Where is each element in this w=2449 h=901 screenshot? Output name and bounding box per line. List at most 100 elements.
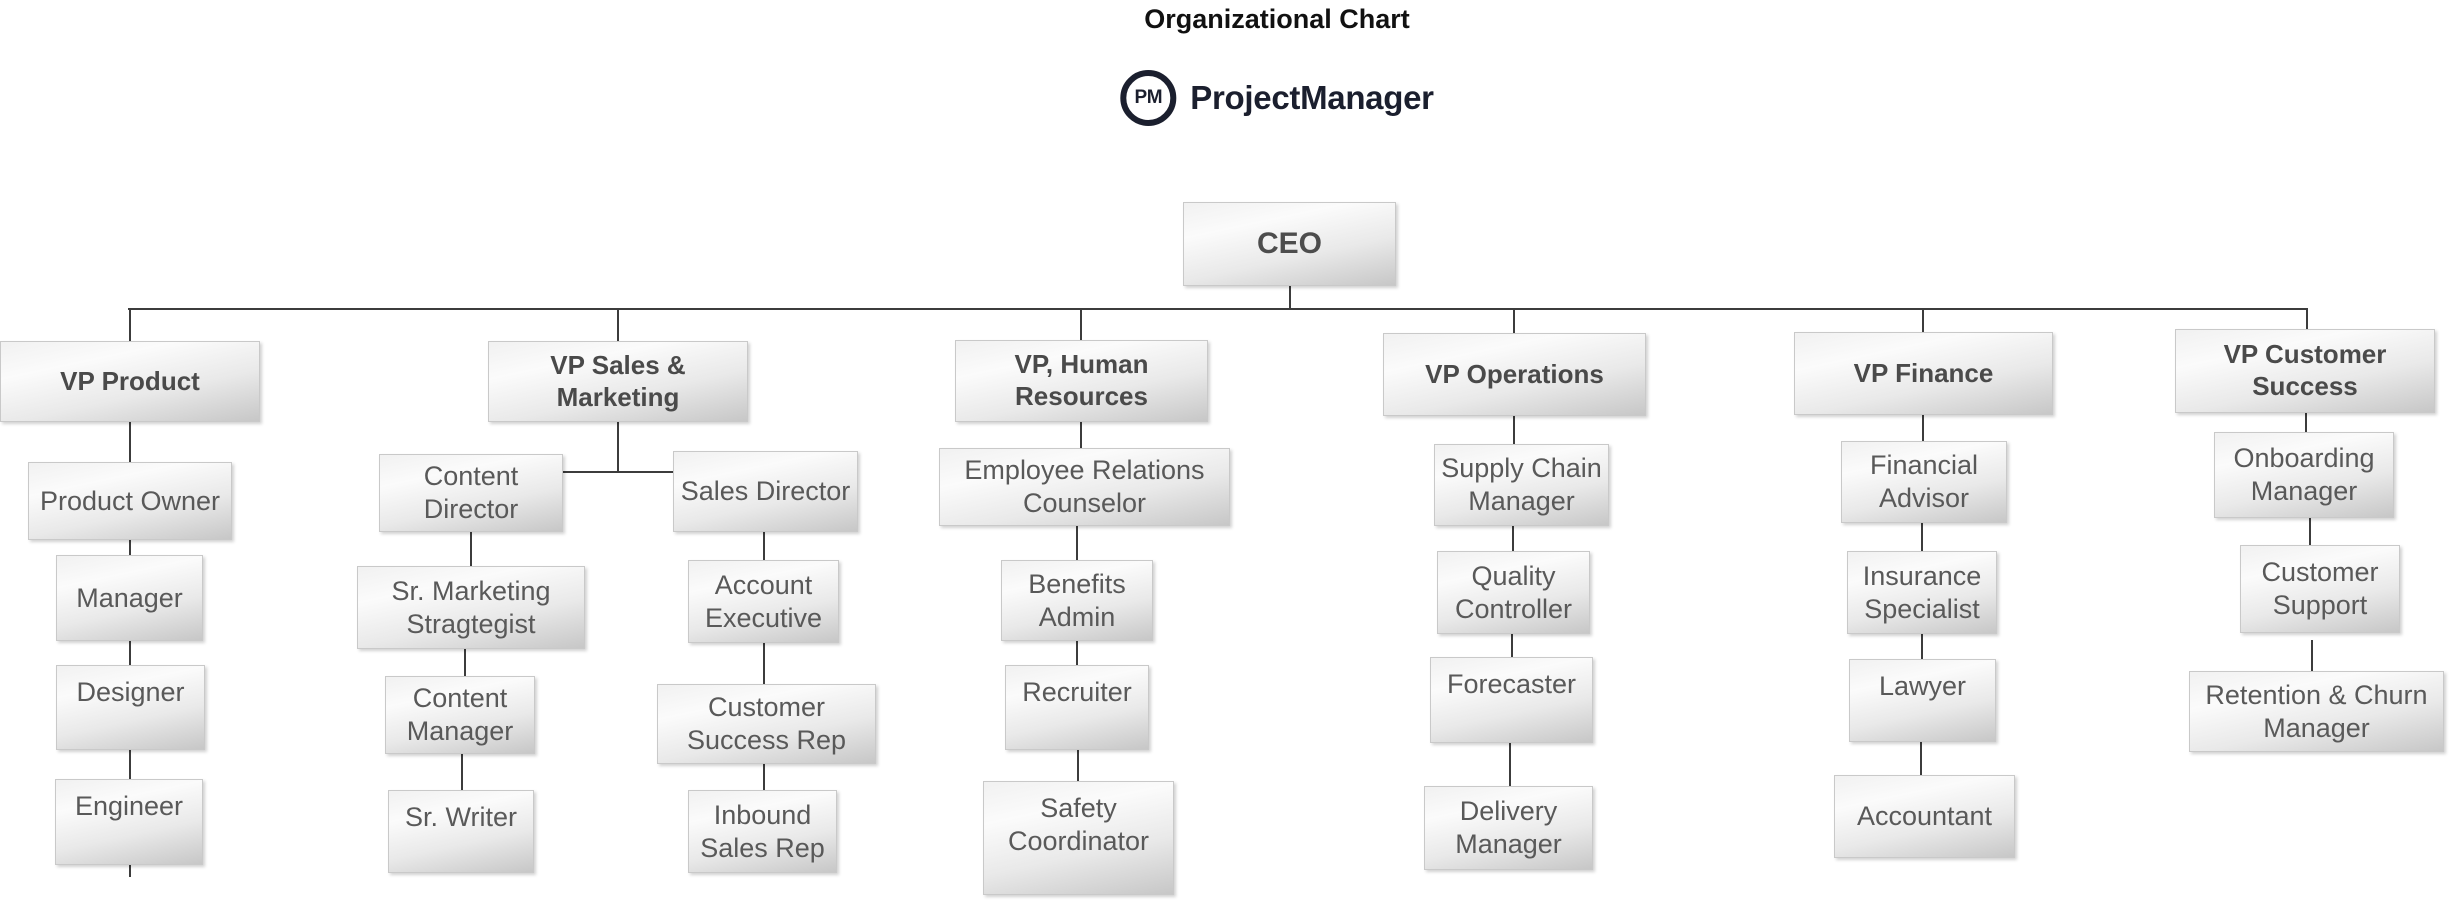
- connector-line: [1922, 308, 1924, 332]
- connector-line: [129, 750, 131, 779]
- connector-line: [129, 865, 131, 877]
- org-node-content-director: Content Director: [379, 454, 563, 532]
- org-node-vp-product: VP Product: [0, 341, 260, 422]
- org-node-label: VP Product: [60, 365, 200, 396]
- org-node-supply-chain-manager: Supply Chain Manager: [1434, 444, 1609, 526]
- org-node-onboarding-manager: Onboarding Manager: [2214, 432, 2394, 518]
- connector-line: [1289, 286, 1291, 309]
- connector-line: [128, 308, 2308, 310]
- connector-line: [464, 649, 466, 676]
- org-node-label: Inbound Sales Rep: [700, 799, 825, 863]
- org-node-label: VP Sales & Marketing: [550, 349, 686, 412]
- org-node-vp-human-resources: VP, Human Resources: [955, 340, 1208, 422]
- connector-line: [1920, 742, 1922, 775]
- org-node-label: Insurance Specialist: [1862, 560, 1982, 624]
- org-node-insurance-specialist: Insurance Specialist: [1847, 551, 1997, 634]
- page-title: Organizational Chart: [1144, 4, 1410, 34]
- org-node-vp-sales-marketing: VP Sales & Marketing: [488, 341, 748, 422]
- connector-line: [1512, 526, 1514, 551]
- org-node-delivery-manager: Delivery Manager: [1424, 786, 1593, 870]
- org-node-designer: Designer: [56, 665, 205, 750]
- connector-line: [129, 641, 131, 665]
- connector-line: [1921, 634, 1923, 659]
- org-node-label: Onboarding Manager: [2233, 443, 2375, 506]
- org-node-sr-writer: Sr. Writer: [388, 790, 534, 873]
- connector-line: [1921, 523, 1923, 551]
- org-node-label: VP Operations: [1425, 358, 1604, 389]
- org-node-label: Recruiter: [1022, 677, 1132, 707]
- org-node-label: Sales Director: [680, 476, 851, 507]
- connector-line: [2311, 640, 2313, 671]
- connector-line: [763, 532, 765, 560]
- org-node-inbound-sales-rep: Inbound Sales Rep: [688, 790, 837, 873]
- connector-line: [763, 643, 765, 684]
- org-node-label: VP Customer Success: [2223, 339, 2387, 401]
- org-node-vp-operations: VP Operations: [1383, 333, 1646, 416]
- projectmanager-logo-icon: PM: [1120, 70, 1177, 126]
- org-node-account-executive: Account Executive: [688, 560, 839, 643]
- org-node-label: Sr. Writer: [404, 802, 517, 832]
- org-node-label: Customer Success Rep: [686, 692, 847, 755]
- connector-line: [2306, 308, 2308, 329]
- org-node-label: Accountant: [1856, 801, 1993, 832]
- org-node-label: Forecaster: [1446, 669, 1577, 699]
- connector-line: [1076, 526, 1078, 560]
- org-node-label: Manager: [76, 582, 183, 613]
- org-node-label: Employee Relations Counselor: [964, 455, 1205, 518]
- connector-line: [461, 754, 463, 790]
- org-node-label: Benefits Admin: [1028, 568, 1126, 632]
- org-node-product-owner: Product Owner: [28, 462, 232, 540]
- org-node-sr-marketing-strategist: Sr. Marketing Stragtegist: [357, 566, 585, 649]
- org-node-accountant: Accountant: [1834, 775, 2015, 858]
- org-node-label: Sr. Marketing Stragtegist: [391, 575, 551, 639]
- connector-line: [129, 422, 131, 462]
- org-node-safety-coordinator: Safety Coordinator: [983, 781, 1174, 895]
- org-node-sales-director: Sales Director: [673, 451, 858, 532]
- org-node-recruiter: Recruiter: [1005, 665, 1149, 750]
- org-node-vp-finance: VP Finance: [1794, 332, 2053, 415]
- connector-line: [763, 764, 765, 790]
- org-node-label: Supply Chain Manager: [1441, 453, 1602, 516]
- logo-initials: PM: [1134, 87, 1163, 108]
- org-node-label: Content Manager: [406, 683, 514, 746]
- org-node-label: Retention & Churn Manager: [2205, 679, 2428, 743]
- org-node-label: Account Executive: [704, 569, 823, 633]
- connector-line: [470, 532, 472, 566]
- connector-line: [563, 471, 673, 473]
- connector-line: [1511, 634, 1513, 657]
- connector-line: [1077, 750, 1079, 781]
- org-node-quality-controller: Quality Controller: [1437, 551, 1590, 634]
- connector-line: [129, 540, 131, 555]
- org-node-ceo: CEO: [1183, 202, 1396, 286]
- org-node-vp-customer-success: VP Customer Success: [2175, 329, 2435, 413]
- org-node-employee-relations-counselor: Employee Relations Counselor: [939, 448, 1230, 526]
- org-node-label: Delivery Manager: [1455, 796, 1562, 859]
- org-node-label: Quality Controller: [1454, 560, 1573, 624]
- connector-line: [1080, 308, 1082, 340]
- brand: PM ProjectManager: [1120, 70, 1434, 126]
- org-node-content-manager: Content Manager: [385, 676, 535, 754]
- connector-line: [1509, 743, 1511, 786]
- org-node-customer-success-rep: Customer Success Rep: [657, 684, 876, 764]
- connector-line: [129, 308, 131, 341]
- org-node-label: Designer: [76, 677, 185, 707]
- org-node-lawyer: Lawyer: [1849, 659, 1996, 742]
- org-node-engineer: Engineer: [55, 779, 203, 865]
- org-node-label: Engineer: [74, 791, 184, 821]
- connector-line: [617, 422, 619, 473]
- org-node-label: VP Finance: [1853, 357, 1994, 388]
- org-node-label: VP, Human Resources: [1014, 349, 1149, 411]
- connector-line: [2309, 518, 2311, 545]
- org-node-label: Financial Advisor: [1869, 450, 1979, 513]
- org-node-customer-support: Customer Support: [2240, 545, 2400, 633]
- connector-line: [1922, 415, 1924, 441]
- connector-line: [1076, 641, 1078, 665]
- org-node-manager: Manager: [56, 555, 203, 641]
- org-node-financial-advisor: Financial Advisor: [1841, 441, 2007, 523]
- org-node-label: Content Director: [423, 461, 519, 524]
- org-node-label: Safety Coordinator: [1007, 793, 1150, 856]
- org-node-label: Lawyer: [1878, 671, 1967, 701]
- org-node-benefits-admin: Benefits Admin: [1001, 560, 1153, 641]
- org-node-label: Product Owner: [39, 485, 221, 516]
